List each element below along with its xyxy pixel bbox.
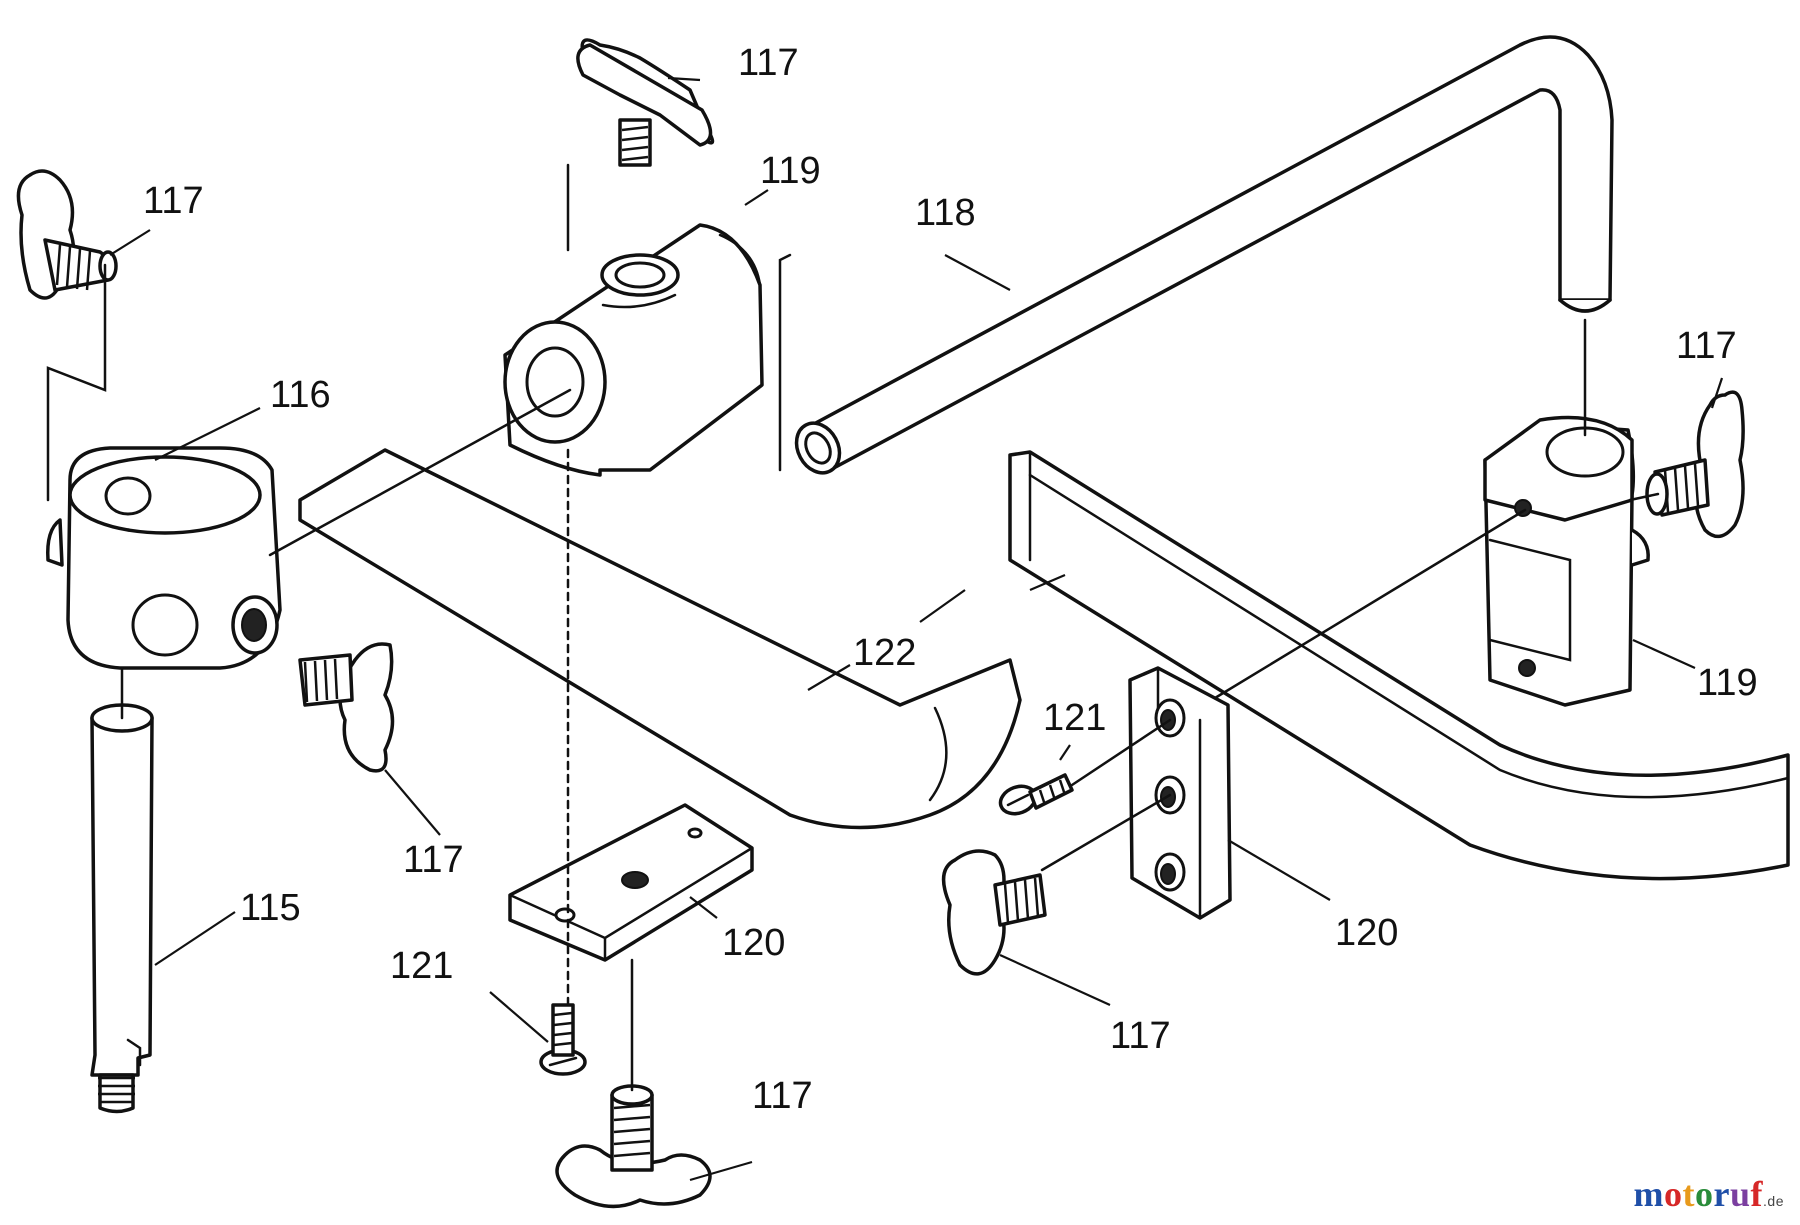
- wing-knob-117-mid: [298, 642, 395, 773]
- watermark-text: motoruf: [1633, 1174, 1764, 1214]
- label-120-right: 120: [1335, 912, 1398, 954]
- watermark-logo: motoruf.de: [1634, 1173, 1784, 1215]
- label-121-left: 121: [390, 945, 453, 987]
- wing-knob-117-top: [576, 38, 715, 167]
- alignment-lines: [46, 163, 1660, 1092]
- label-121-right: 121: [1043, 697, 1106, 739]
- plate-120-left: [508, 803, 754, 962]
- wing-knob-117-left: [16, 169, 118, 300]
- label-117-right: 117: [1676, 325, 1737, 367]
- rod-115: [90, 703, 154, 1114]
- guard-plate-122-left: [298, 448, 1022, 830]
- clamp-block-116: [46, 446, 282, 670]
- label-117-top: 117: [738, 42, 799, 84]
- label-117-bottom: 117: [752, 1075, 813, 1117]
- label-120-left: 120: [722, 922, 785, 964]
- wing-knob-117-bottom-right: [941, 849, 1047, 976]
- screw-121-left: [539, 1003, 587, 1076]
- leader-lines: [109, 76, 1724, 1182]
- wing-knob-117-bottom: [555, 1084, 712, 1209]
- label-117-left: 117: [143, 180, 204, 222]
- label-119-top: 119: [760, 150, 821, 192]
- label-116: 116: [270, 374, 331, 416]
- watermark-suffix: .de: [1763, 1193, 1784, 1209]
- clamp-119-right: [1483, 415, 1650, 707]
- label-115: 115: [240, 887, 301, 929]
- label-117-mid: 117: [403, 839, 464, 881]
- label-122: 122: [853, 632, 916, 674]
- clamp-119-top: [503, 223, 764, 477]
- label-118: 118: [915, 192, 976, 234]
- label-119-right: 119: [1697, 662, 1758, 704]
- label-117-bottom-right: 117: [1110, 1015, 1171, 1057]
- guard-bar-122-right: [1008, 450, 1790, 881]
- wing-knob-117-right: [1645, 390, 1745, 539]
- plate-120-right: [1128, 666, 1232, 920]
- rod-118: [778, 35, 1614, 475]
- screw-121-right: [998, 773, 1074, 816]
- part-labels: 117 119 118 117 116 117 119 122 121 117 …: [143, 42, 1758, 1117]
